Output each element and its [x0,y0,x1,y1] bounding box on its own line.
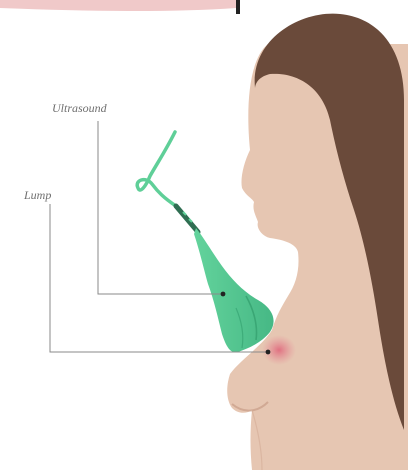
ultrasound-leader-line [98,121,222,294]
probe-cable-sheath [176,206,198,232]
ultrasound-label: Ultrasound [52,101,107,116]
ultrasound-marker-dot [221,292,226,297]
ultrasound-cable [137,132,176,206]
top-strip [0,0,236,11]
lump-marker-dot [266,350,271,355]
top-strip-divider [236,0,240,14]
ultrasound-probe [194,228,274,352]
lump-label: Lump [24,188,51,203]
